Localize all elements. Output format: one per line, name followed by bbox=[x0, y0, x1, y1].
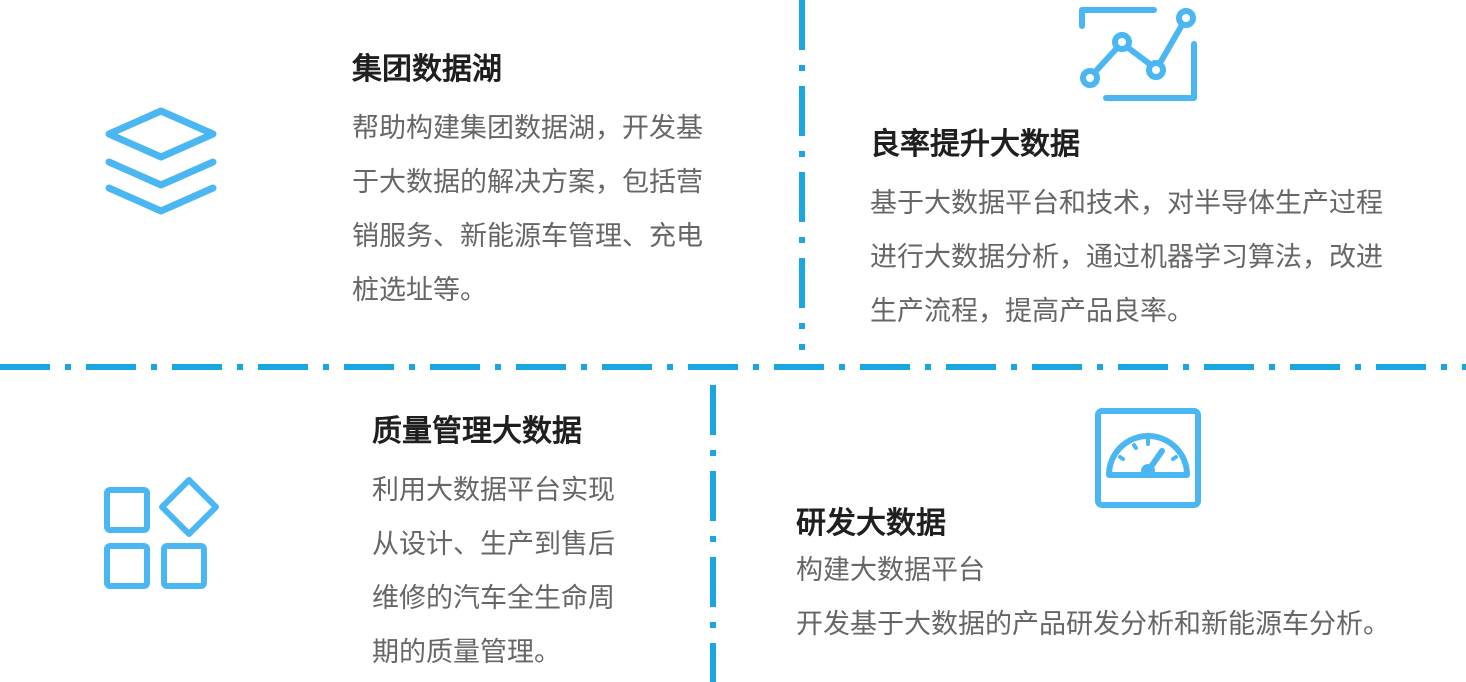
card-yield-improvement: 良率提升大数据 基于大数据平台和技术，对半导体生产过程 进行大数据分析，通过机器… bbox=[870, 125, 1383, 339]
card-rd-big-data: 研发大数据 构建大数据平台 开发基于大数据的产品研发分析和新能源车分析。 bbox=[796, 504, 1390, 652]
card-description: 基于大数据平台和技术，对半导体生产过程 进行大数据分析，通过机器学习算法，改进 … bbox=[870, 188, 1383, 327]
card-title: 集团数据湖 bbox=[352, 52, 502, 87]
gauge-icon bbox=[1094, 407, 1202, 509]
layers-icon bbox=[98, 104, 224, 222]
card-title: 质量管理大数据 bbox=[372, 414, 582, 449]
card-quality-management: 质量管理大数据 利用大数据平台实现 从设计、生产到售后 维修的汽车全生命周 期的… bbox=[372, 412, 615, 680]
card-description: 帮助构建集团数据湖，开发基 于大数据的解决方案，包括营 销服务、新能源车管理、充… bbox=[352, 113, 703, 306]
card-description: 构建大数据平台 开发基于大数据的产品研发分析和新能源车分析。 bbox=[796, 555, 1390, 640]
card-title: 研发大数据 bbox=[796, 506, 946, 541]
card-title: 良率提升大数据 bbox=[870, 127, 1080, 162]
card-description: 利用大数据平台实现 从设计、生产到售后 维修的汽车全生命周 期的质量管理。 bbox=[372, 475, 615, 668]
card-data-lake: 集团数据湖 帮助构建集团数据湖，开发基 于大数据的解决方案，包括营 销服务、新能… bbox=[352, 50, 703, 318]
apps-grid-icon bbox=[102, 476, 222, 594]
line-chart-icon bbox=[1076, 4, 1202, 104]
